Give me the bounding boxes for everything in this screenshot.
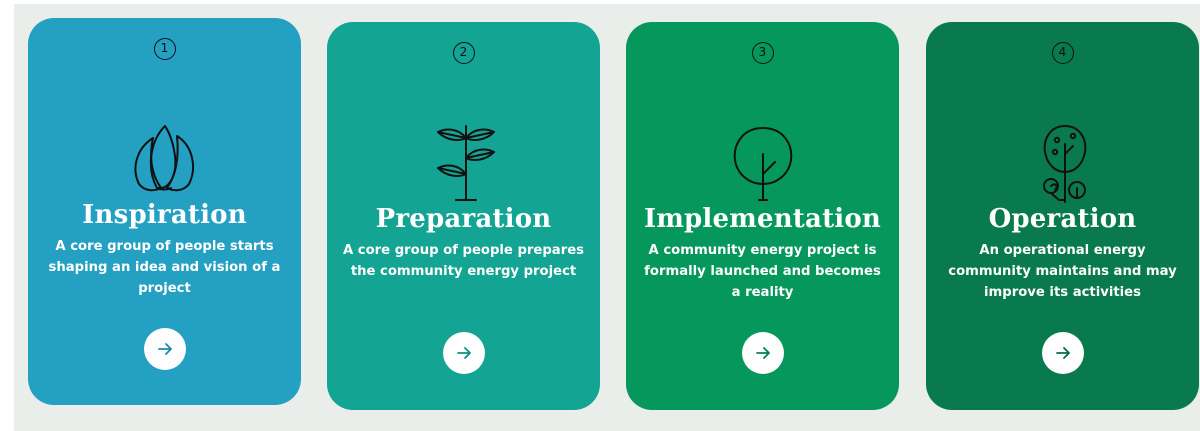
young-tree-icon [703, 82, 823, 212]
stage-description: An operational energy community maintain… [948, 243, 1177, 300]
fruit-tree-icon [1003, 82, 1123, 212]
lotus-bud-icon [105, 78, 225, 208]
stage-title: Implementation [643, 204, 882, 234]
stage-title: Inspiration [82, 200, 247, 230]
next-arrow-button[interactable] [1041, 332, 1084, 374]
step-number-badge: 2 [452, 42, 475, 64]
step-number-badge: 3 [751, 42, 774, 64]
stage-description: A community energy project is formally l… [644, 243, 881, 300]
next-arrow-button[interactable] [741, 332, 784, 374]
stage-title: Preparation [375, 204, 552, 234]
arrow-right-icon [157, 343, 172, 355]
stage-card-implementation[interactable]: 3 Implementation A community energy proj… [626, 22, 899, 410]
stage-card-inspiration[interactable]: 1 Inspiration A core group of people sta… [28, 18, 301, 405]
arrow-right-icon [1055, 347, 1070, 359]
arrow-right-icon [755, 347, 770, 359]
stage-description: A core group of people prepares the comm… [343, 243, 584, 279]
step-number-badge: 1 [153, 38, 176, 60]
arrow-right-icon [456, 347, 471, 359]
stage-card-preparation[interactable]: 2 Preparation A core group of people pre… [327, 22, 600, 410]
stage-title: Operation [988, 204, 1137, 234]
next-arrow-button[interactable] [143, 328, 186, 370]
next-arrow-button[interactable] [442, 332, 485, 374]
stage-card-operation[interactable]: 4 Operation An operational energy commun… [926, 22, 1199, 410]
seedling-icon [404, 82, 524, 212]
stage-description: A core group of people starts shaping an… [48, 239, 281, 296]
stages-section: 1 Inspiration A core group of people sta… [14, 4, 1200, 431]
step-number-badge: 4 [1051, 42, 1074, 64]
